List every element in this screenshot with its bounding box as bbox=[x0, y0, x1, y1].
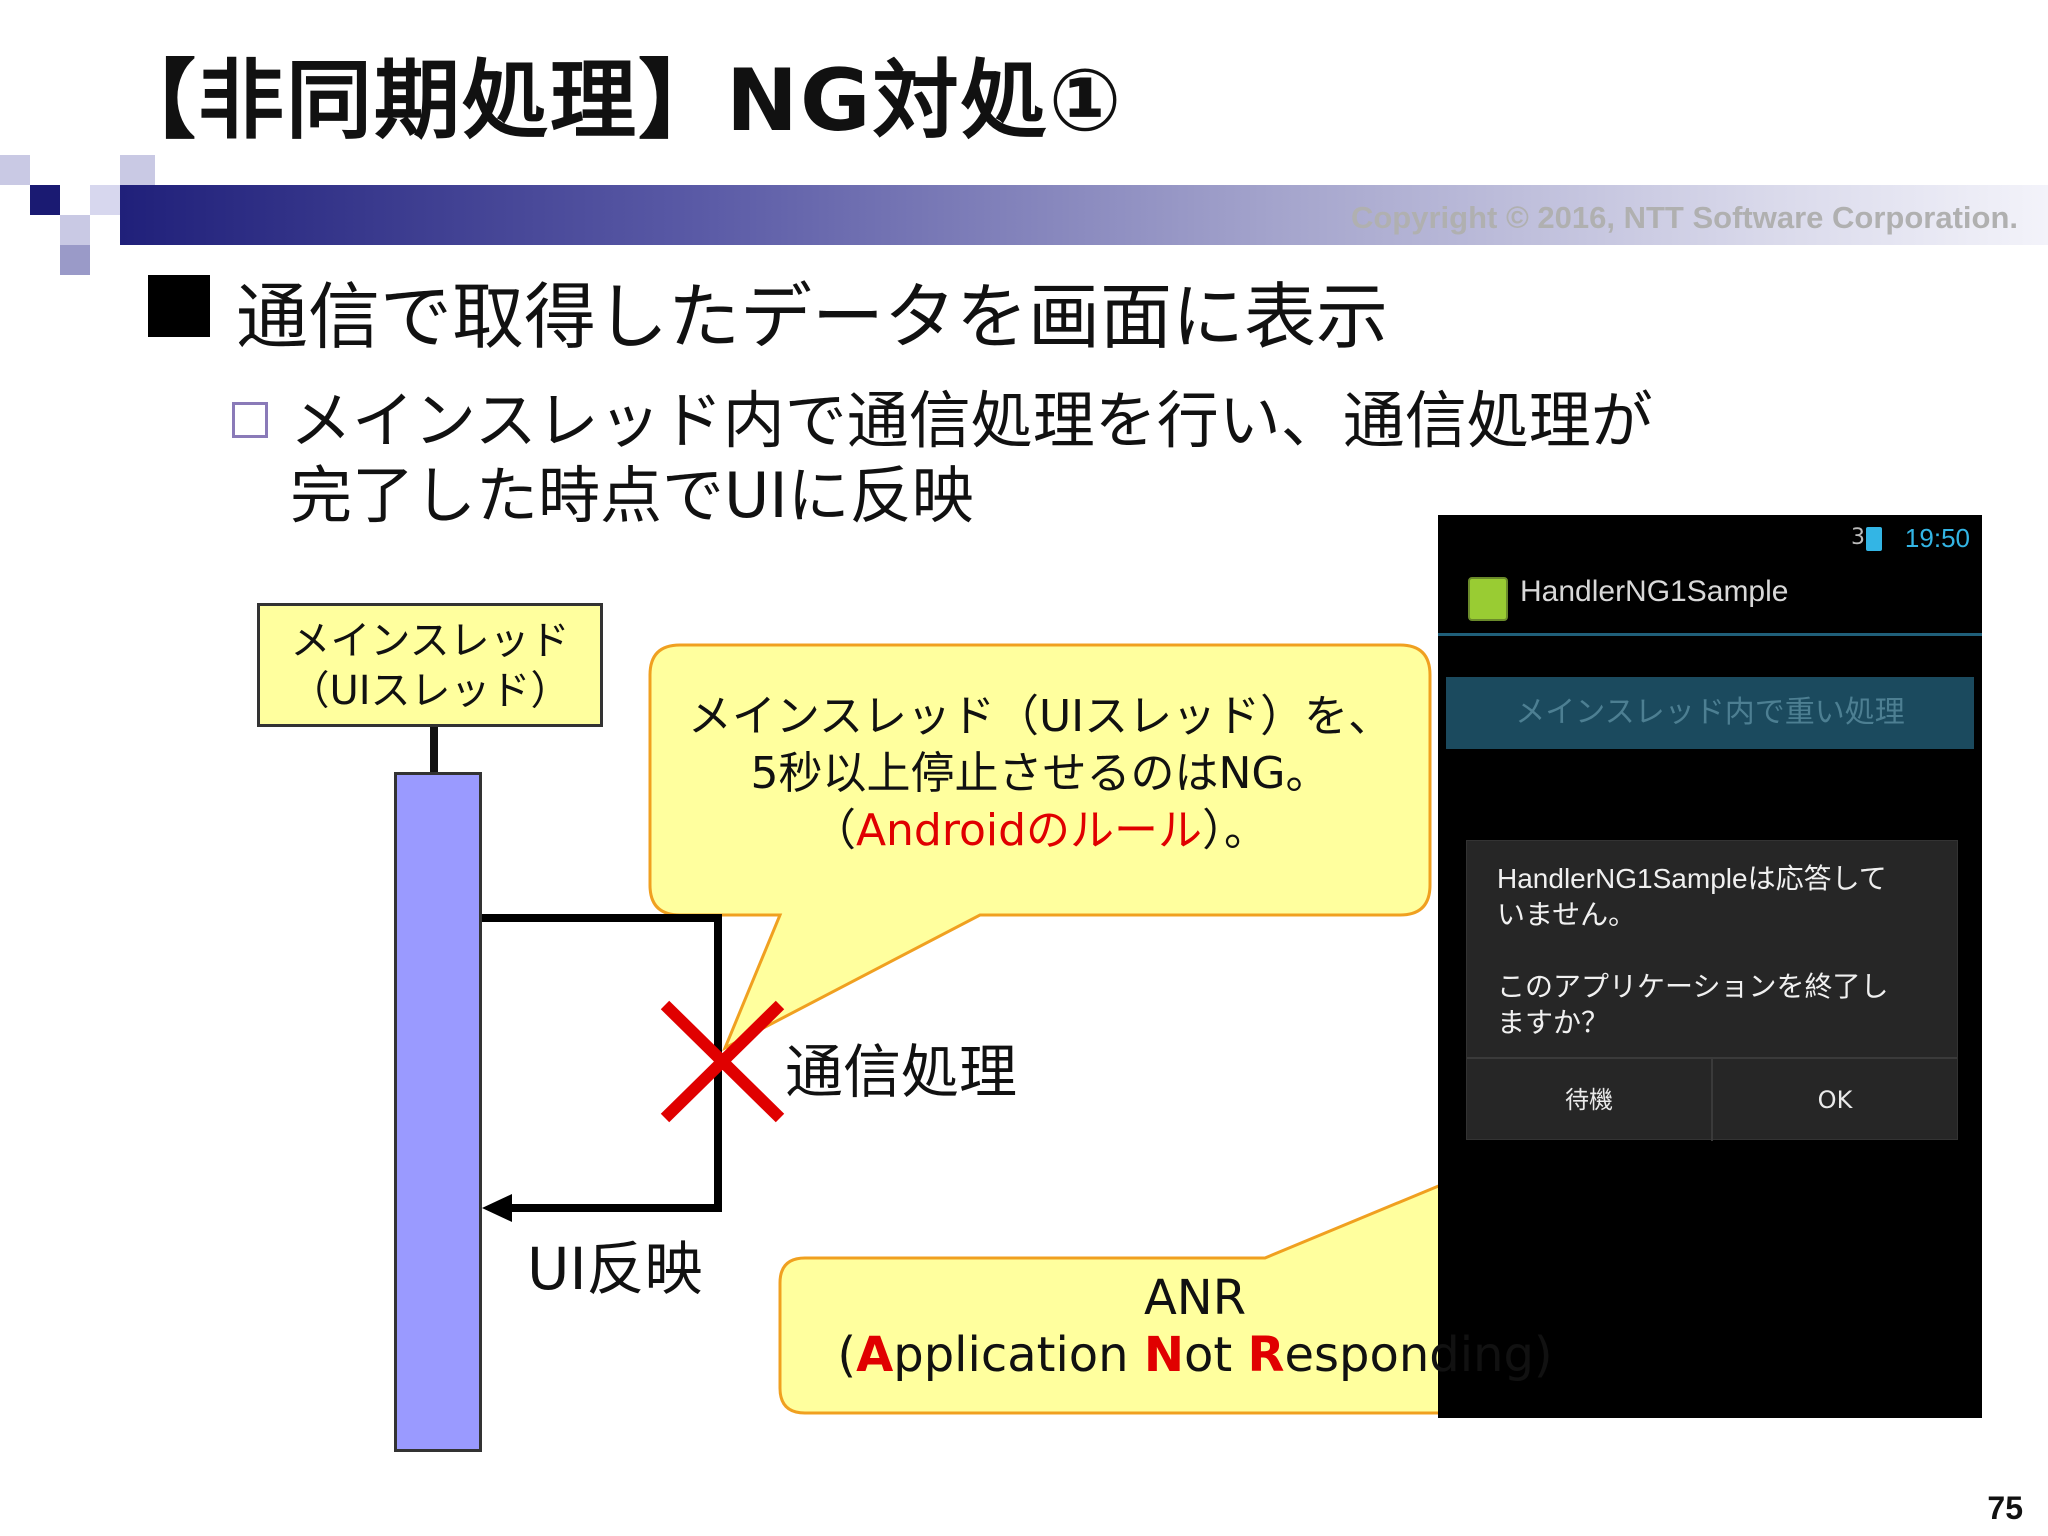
anr-expansion: (Application Not Responding) bbox=[780, 1327, 1610, 1384]
anr-title: ANR bbox=[1143, 1270, 1247, 1326]
paren-open: （ bbox=[811, 805, 856, 856]
anr-letter-r: R bbox=[1247, 1327, 1285, 1383]
dialog-button-bar: 待機 OK bbox=[1467, 1057, 1957, 1141]
copyright-text: Copyright © 2016, NTT Software Corporati… bbox=[1350, 200, 2018, 235]
callout-rule-bubble bbox=[648, 643, 1432, 1052]
anr-paren: ( bbox=[837, 1327, 857, 1383]
anr-letter-a: A bbox=[856, 1327, 894, 1383]
wait-button[interactable]: 待機 bbox=[1565, 1086, 1613, 1114]
main-thread-label-line2: （UIスレッド） bbox=[289, 668, 571, 714]
app-title: HandlerNG1Sample bbox=[1520, 575, 1789, 608]
bullet-level2-line2: 完了した時点でUIに反映 bbox=[290, 459, 974, 532]
callout-rule-line1: メインスレッド（UIスレッド）を、 bbox=[687, 691, 1393, 742]
dialog-line1: HandlerNG1Sampleは応答して bbox=[1497, 863, 1887, 894]
anr-letter-n: N bbox=[1143, 1327, 1185, 1383]
ui-update-label: UI反映 bbox=[527, 1235, 703, 1303]
bullet-hollow-square-icon bbox=[232, 402, 268, 438]
decor-block bbox=[90, 185, 120, 215]
status-time: 19:50 bbox=[1904, 523, 1970, 553]
anr-word-responding: esponding) bbox=[1284, 1327, 1553, 1383]
decor-block bbox=[120, 155, 155, 185]
decor-block bbox=[0, 155, 30, 185]
callout-rule-text: メインスレッド（UIスレッド）を、 5秒以上停止させるのはNG。 （Androi… bbox=[650, 688, 1430, 859]
anr-word-application: pplication bbox=[893, 1327, 1144, 1383]
paren-close: ）。 bbox=[1202, 805, 1269, 856]
action-bar-divider bbox=[1438, 633, 1982, 636]
main-thread-activation-bar bbox=[394, 772, 482, 1452]
battery-icon bbox=[1866, 527, 1882, 551]
anr-dialog: HandlerNG1Sampleは応答して いません。 このアプリケーションを終… bbox=[1466, 840, 1958, 1141]
decor-block bbox=[60, 245, 90, 275]
bullet-square-icon bbox=[148, 275, 210, 337]
dialog-line2: いません。 bbox=[1497, 899, 1637, 930]
main-thread-label-line1: メインスレッド bbox=[290, 618, 570, 664]
page-number: 75 bbox=[1987, 1490, 2023, 1526]
arrowhead-icon bbox=[482, 1194, 512, 1222]
phone-screenshot: 3G 19:50 HandlerNG1Sample メインスレッド内で重い処理 … bbox=[1438, 515, 1982, 1418]
header-band bbox=[120, 185, 2048, 245]
comm-loop-line bbox=[482, 914, 722, 1212]
anr-dialog-message: HandlerNG1Sampleは応答して いません。 このアプリケーションを終… bbox=[1497, 861, 1937, 1041]
main-thread-box: メインスレッド （UIスレッド） bbox=[257, 603, 603, 727]
decor-block bbox=[60, 215, 90, 245]
callout-rule-line2: 5秒以上停止させるのはNG。 bbox=[750, 748, 1330, 799]
callout-rule-line3: （Androidのルール）。 bbox=[650, 802, 1430, 859]
button-separator bbox=[1711, 1059, 1713, 1141]
heavy-process-button[interactable]: メインスレッド内で重い処理 bbox=[1446, 677, 1974, 749]
app-icon bbox=[1468, 577, 1508, 621]
bullet-level1: 通信で取得したデータを画面に表示 bbox=[236, 275, 1389, 359]
dialog-line3: このアプリケーションを終了し bbox=[1497, 971, 1889, 1002]
lifeline-stub bbox=[430, 727, 438, 773]
comm-process-label: 通信処理 bbox=[785, 1038, 1018, 1106]
ok-button[interactable]: OK bbox=[1817, 1086, 1853, 1114]
anr-word-not: ot bbox=[1184, 1327, 1248, 1383]
callout-anr-text: ANR (Application Not Responding) bbox=[780, 1270, 1610, 1384]
dialog-line4: ますか？ bbox=[1497, 1007, 1610, 1038]
slide-title: 【非同期処理】NG対処① bbox=[110, 51, 1124, 151]
android-rule-text: Androidのルール bbox=[855, 805, 1203, 856]
bullet-level2-line1: メインスレッド内で通信処理を行い、通信処理が bbox=[290, 384, 1653, 457]
decor-block bbox=[30, 185, 60, 215]
